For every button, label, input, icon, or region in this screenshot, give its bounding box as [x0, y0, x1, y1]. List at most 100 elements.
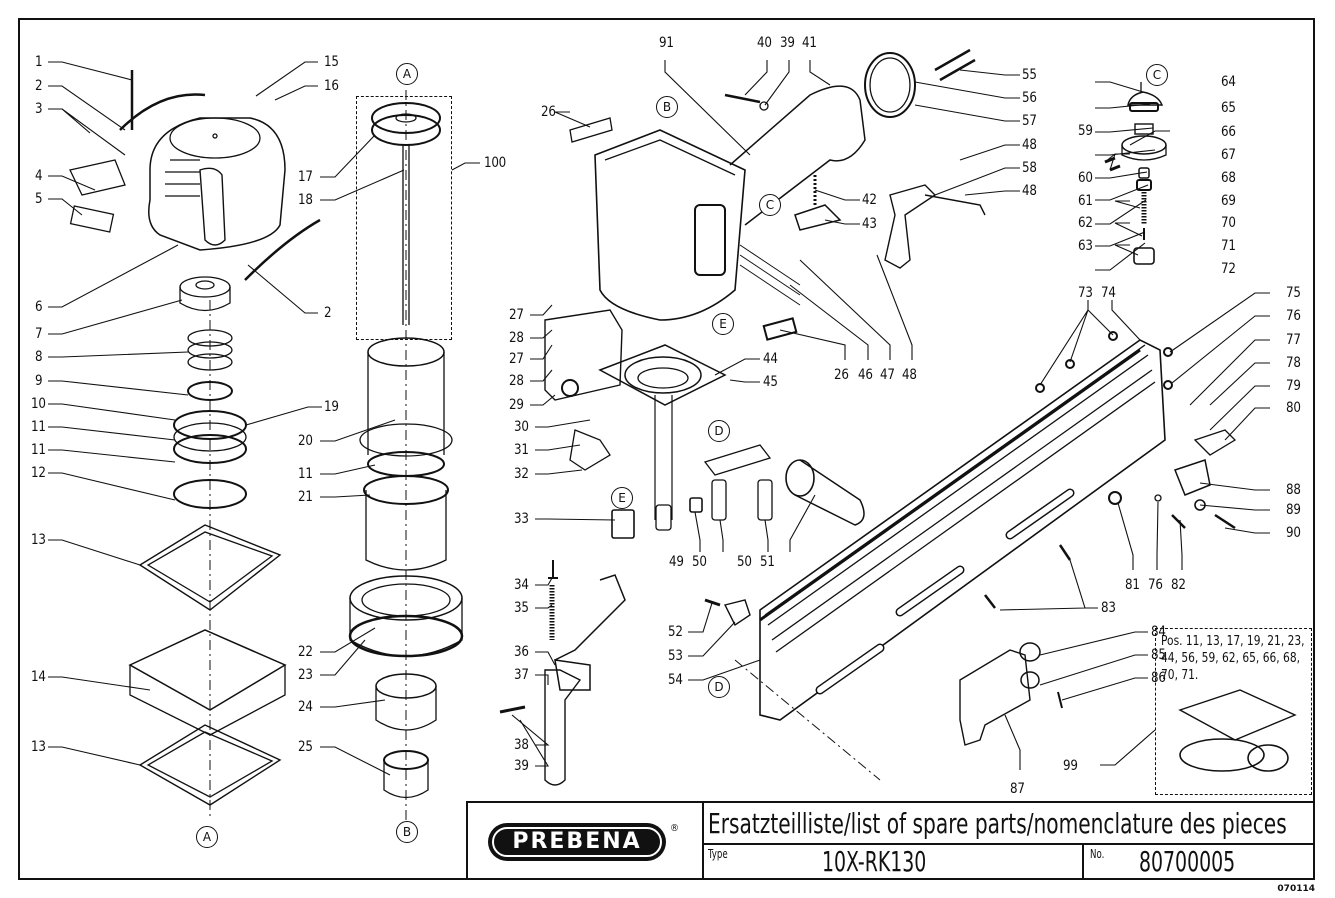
part-label: 81 [1125, 577, 1140, 593]
part-label: 17 [298, 169, 313, 185]
brand-logo: PREBENA [488, 823, 666, 861]
trigger-valve-drawing [1104, 82, 1167, 265]
part-label: 79 [1286, 378, 1301, 394]
part-label: 40 [757, 35, 772, 51]
part-label: 63 [1078, 238, 1093, 254]
part-label: 80 [1286, 400, 1301, 416]
part-label: 14 [31, 669, 46, 685]
part-label: 100 [484, 155, 506, 171]
part-label: 28 [509, 330, 524, 346]
part-label: 48 [902, 367, 917, 383]
drawing-frame [18, 18, 1315, 880]
part-label: 90 [1286, 525, 1301, 541]
part-label: 76 [1286, 308, 1301, 324]
main-body-drawing [569, 48, 986, 341]
document-title-row: Ersatzteilliste/list of spare parts/nome… [702, 803, 1315, 845]
ref-marker-c: C [1146, 64, 1168, 86]
ref-marker-e: E [712, 313, 734, 335]
piston-group-boundary [356, 96, 452, 340]
seal-kit-note: Pos. 11, 13, 17, 19, 21, 23, 44, 56, 59,… [1161, 634, 1305, 683]
part-label: 87 [1010, 781, 1025, 797]
part-label: 61 [1078, 193, 1093, 209]
part-label: 37 [514, 667, 529, 683]
part-label: 66 [1221, 124, 1236, 140]
part-label: 44 [763, 351, 778, 367]
part-label: 62 [1078, 215, 1093, 231]
part-label: 11 [298, 466, 313, 482]
part-label: 74 [1101, 285, 1116, 301]
part-label: 42 [862, 192, 877, 208]
part-label: 47 [880, 367, 895, 383]
part-label: 39 [514, 758, 529, 774]
part-label: 48 [1022, 183, 1037, 199]
part-label: 16 [324, 78, 339, 94]
part-label: 67 [1221, 147, 1236, 163]
type-cell: Type 10X-RK130 [702, 843, 1084, 880]
part-label: 20 [298, 433, 313, 449]
ref-marker-d: D [708, 676, 730, 698]
part-label: 75 [1286, 285, 1301, 301]
part-label: 70 [1221, 215, 1236, 231]
document-code: 070114 [1277, 884, 1315, 894]
part-label: 65 [1221, 100, 1236, 116]
part-label: 9 [35, 373, 43, 389]
type-value: 10X-RK130 [822, 845, 927, 878]
part-label: 12 [31, 465, 46, 481]
cylinder-cap-drawing [69, 70, 321, 312]
part-label: 29 [509, 397, 524, 413]
document-title: Ersatzteilliste/list of spare parts/nome… [708, 807, 1287, 840]
part-label: 3 [35, 101, 43, 117]
ref-marker-d: D [708, 420, 730, 442]
seal-stack-drawing [128, 300, 287, 820]
part-label: 56 [1022, 90, 1037, 106]
logo-cell: PREBENA ® [468, 803, 704, 880]
part-label: 59 [1078, 123, 1093, 139]
type-label: Type [708, 847, 728, 861]
part-label: 7 [35, 326, 43, 342]
part-label: 49 [669, 554, 684, 570]
part-label: 50 [737, 554, 752, 570]
part-label: 83 [1101, 600, 1116, 616]
part-label: 5 [35, 191, 43, 207]
part-label: 88 [1286, 482, 1301, 498]
part-label: 69 [1221, 193, 1236, 209]
part-label: 31 [514, 442, 529, 458]
part-label: 86 [1151, 670, 1166, 686]
part-label: 76 [1148, 577, 1163, 593]
part-label: 78 [1286, 355, 1301, 371]
part-label: 30 [514, 419, 529, 435]
part-label: 54 [668, 672, 683, 688]
part-label: 39 [780, 35, 795, 51]
part-label: 55 [1022, 67, 1037, 83]
part-label: 11 [31, 419, 46, 435]
part-label: 4 [35, 168, 43, 184]
part-label: 13 [31, 739, 46, 755]
part-label: 15 [324, 54, 339, 70]
seal-kit-box: Pos. 11, 13, 17, 19, 21, 23, 44, 56, 59,… [1155, 628, 1312, 795]
part-label: 26 [541, 104, 556, 120]
part-label: 68 [1221, 170, 1236, 186]
part-label: 57 [1022, 113, 1037, 129]
part-label: 21 [298, 489, 313, 505]
ref-marker-e: E [611, 487, 633, 509]
part-label: 2 [324, 305, 332, 321]
part-label: 41 [802, 35, 817, 51]
part-label: 64 [1221, 74, 1236, 90]
part-label: 77 [1286, 332, 1301, 348]
part-label: 28 [509, 373, 524, 389]
part-label: 53 [668, 648, 683, 664]
driver-assembly-drawing [499, 309, 865, 786]
part-label: 33 [514, 511, 529, 527]
part-label: 36 [514, 644, 529, 660]
part-label: 10 [31, 396, 46, 412]
part-label: 43 [862, 216, 877, 232]
part-label: 89 [1286, 502, 1301, 518]
part-label: 19 [324, 399, 339, 415]
leader-lines [48, 60, 1270, 776]
part-label: 2 [35, 78, 43, 94]
part-label: 82 [1171, 577, 1186, 593]
piston-cylinder-drawing [348, 90, 464, 820]
ref-marker-a: A [196, 826, 218, 848]
part-label: 72 [1221, 261, 1236, 277]
